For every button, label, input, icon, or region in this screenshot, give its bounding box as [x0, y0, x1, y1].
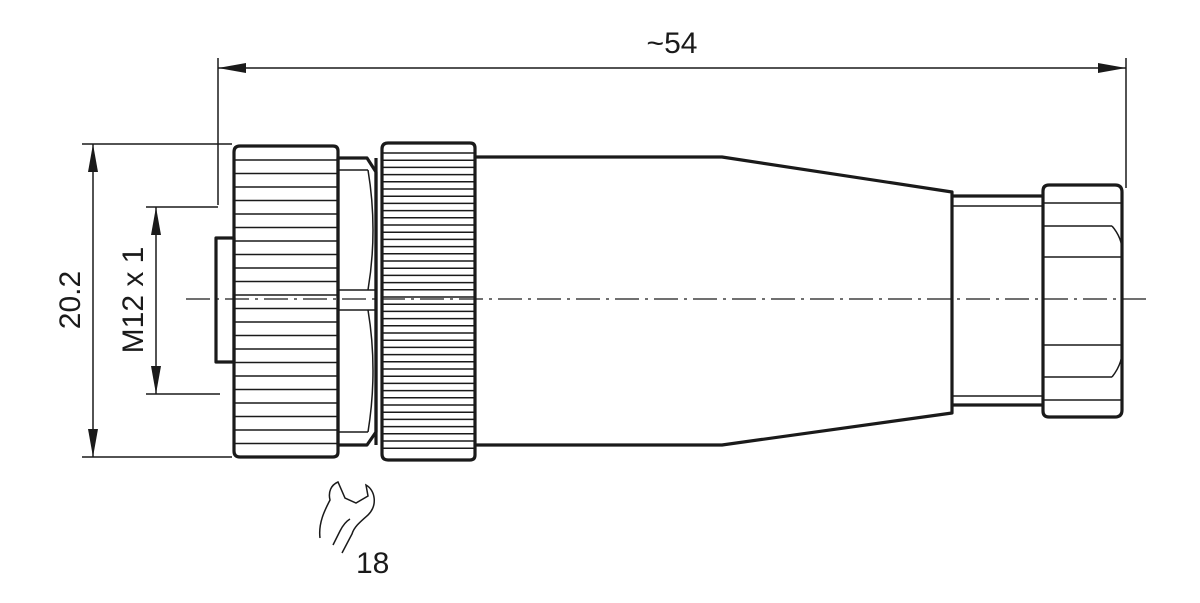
- connector-body: [475, 155, 954, 447]
- cable-neck: [952, 194, 1043, 407]
- diameter-dimension: 20.2: [54, 143, 232, 458]
- gland-nut: [1041, 183, 1124, 419]
- rear-ring-knurling: [382, 152, 475, 449]
- diameter-label: 20.2: [54, 271, 87, 329]
- wrench-size-label: 18: [356, 547, 389, 580]
- coupling-nut-knurling: [234, 159, 338, 445]
- pin-insert: [214, 236, 236, 364]
- rear-ring: [374, 141, 477, 462]
- thread-dimension: M12 x 1: [117, 206, 220, 395]
- length-label: ~54: [647, 27, 698, 60]
- length-dimension: ~54: [217, 27, 1127, 205]
- thread-label: M12 x 1: [117, 247, 150, 354]
- hex-body: [336, 156, 378, 447]
- wrench-icon: [318, 481, 375, 554]
- coupling-nut: [232, 144, 340, 459]
